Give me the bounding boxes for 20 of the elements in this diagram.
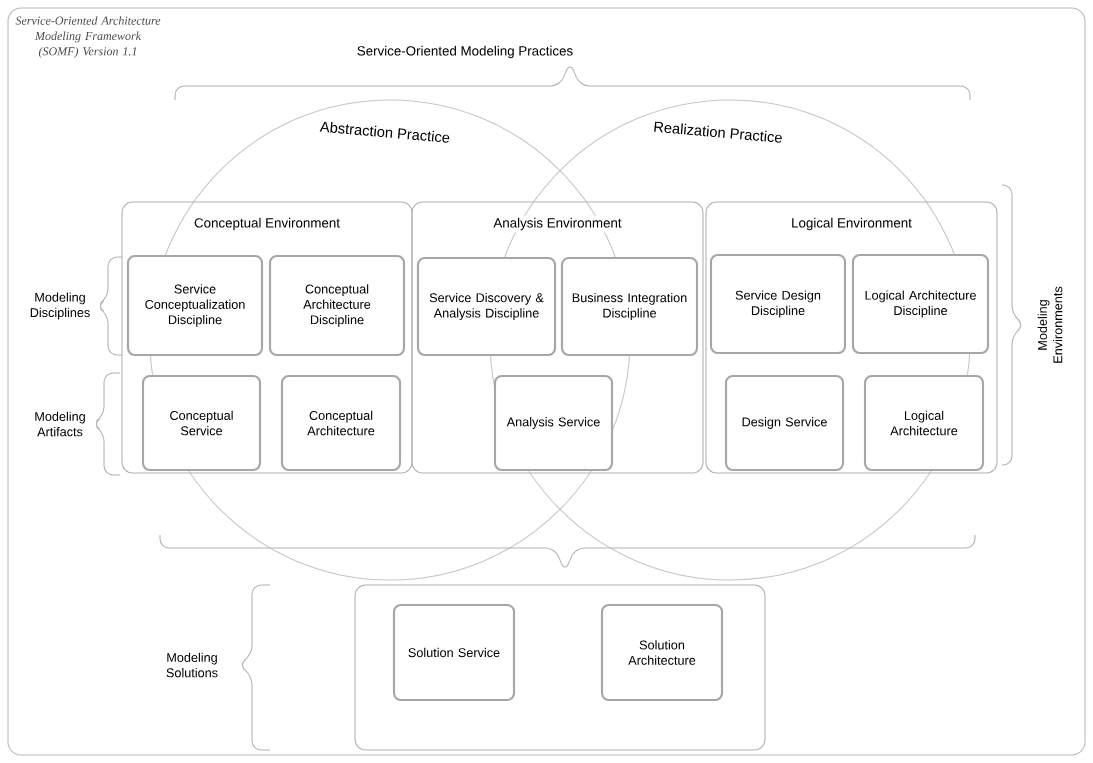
label-text: Modeling Disciplines — [30, 292, 90, 320]
artifact-box: Solution Architecture — [600, 603, 724, 702]
artifact-box: Logical Architecture Discipline — [851, 253, 990, 355]
artifact-box: Business Integration Discipline — [560, 256, 699, 357]
artifact-box: Service Discovery & Analysis Discipline — [416, 256, 557, 357]
title: Service-Oriented Architecture Modeling Framework (SOMF) Version 1.1 — [15, 16, 161, 58]
artifact-box: Design Service — [724, 374, 845, 472]
artifact-box: Service Design Discipline — [709, 253, 847, 355]
artifact-box: Conceptual Architecture — [280, 374, 402, 472]
label-text: Modeling Artifacts — [35, 411, 85, 437]
artifact-box: Analysis Service — [493, 374, 614, 472]
label-text: Modeling Solutions — [166, 652, 218, 678]
label-text: Service-Oriented Modeling Practices — [357, 45, 573, 59]
group-box — [354, 584, 766, 751]
artifact-box: Conceptual Service — [141, 374, 262, 472]
artifact-box: Logical Architecture — [863, 374, 985, 472]
label-text: Modeling Environments — [1037, 286, 1063, 363]
artifact-box: Conceptual Architecture Discipline — [268, 254, 406, 357]
artifact-box: Solution Service — [392, 603, 516, 702]
artifact-box: Service Conceptualization Discipline — [126, 254, 264, 357]
